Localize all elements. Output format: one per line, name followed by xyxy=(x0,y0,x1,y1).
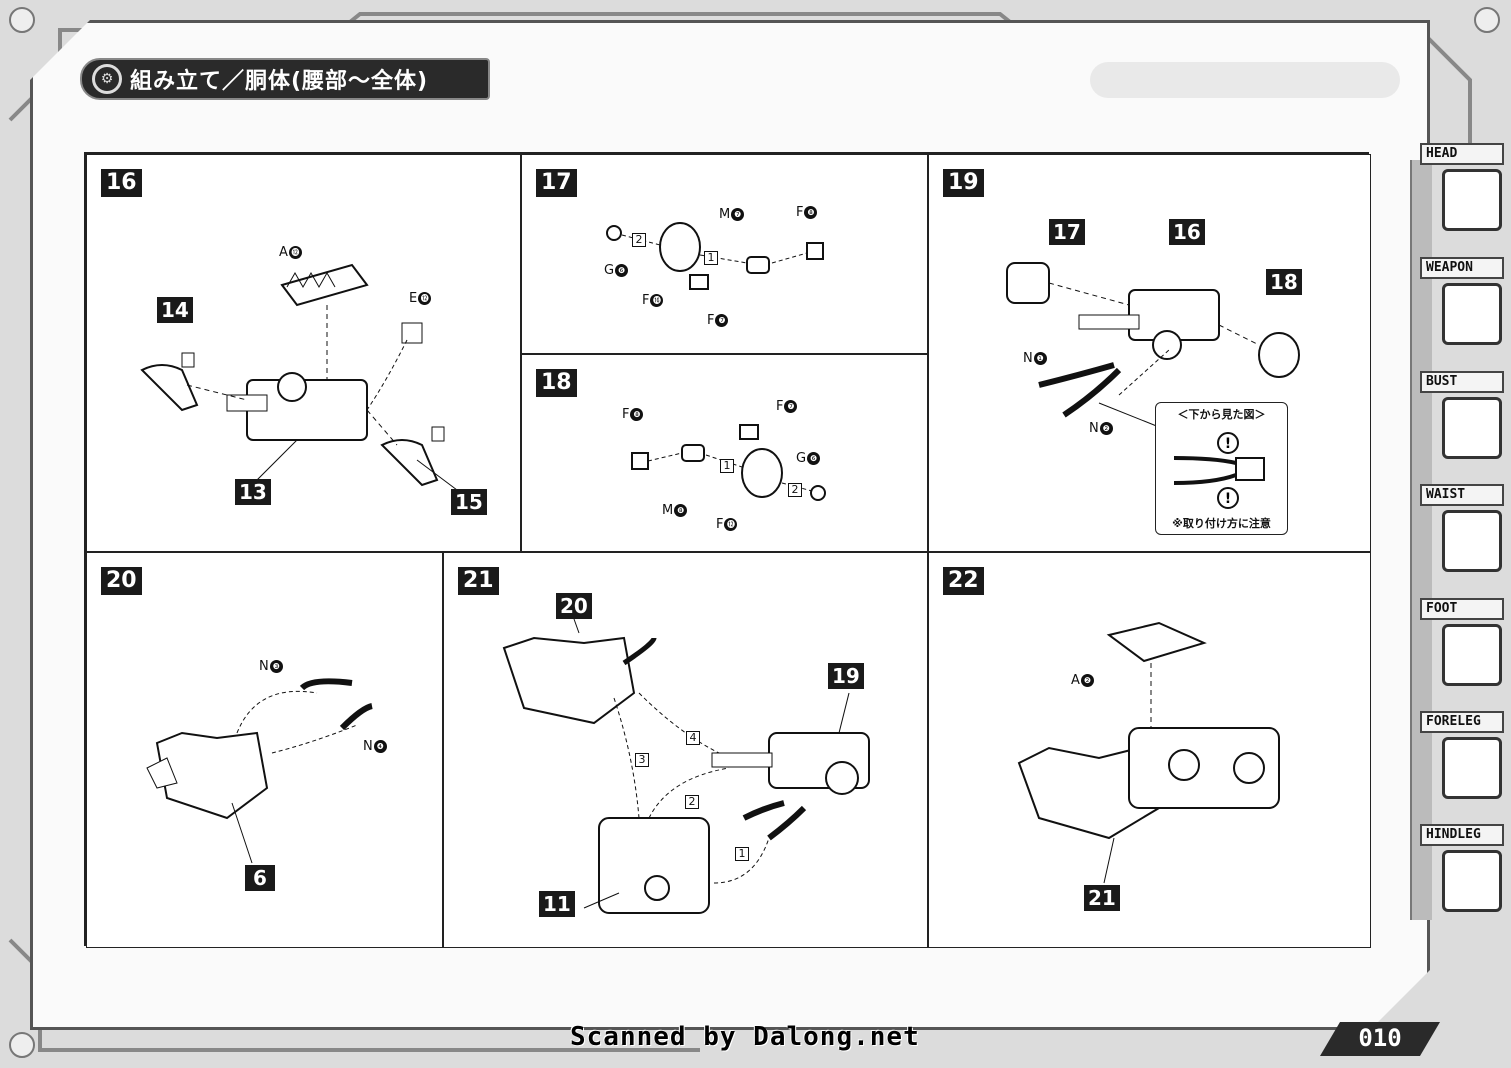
step-number: 20 xyxy=(101,567,142,595)
order-marker: 4 xyxy=(686,731,700,745)
part-tag-21: 21 xyxy=(1084,885,1120,911)
side-tab-foreleg[interactable]: FORELEG xyxy=(1416,711,1506,811)
order-marker: 2 xyxy=(685,795,699,809)
side-tab-hindleg[interactable]: HINDLEG xyxy=(1416,824,1506,924)
svg-text:!: ! xyxy=(1225,436,1231,452)
step-number: 16 xyxy=(101,169,142,197)
step-19-diagram xyxy=(1006,262,1300,428)
callout-title: ＜下から見た図＞ xyxy=(1177,408,1266,421)
underside-view-callout: ＜下から見た図＞ ! ! ※取り付け方に注意 xyxy=(1155,402,1288,535)
side-tab-label: FORELEG xyxy=(1420,711,1504,733)
side-tab-label: HINDLEG xyxy=(1420,824,1504,846)
part-tag-19: 19 xyxy=(828,663,864,689)
scanner-credit: Scanned by Dalong.net xyxy=(570,1022,920,1052)
order-marker: 2 xyxy=(632,233,646,247)
hindleg-icon xyxy=(1442,850,1502,912)
waist-icon xyxy=(1442,510,1502,572)
part-tag-6: 6 xyxy=(245,865,275,891)
side-tab-label: FOOT xyxy=(1420,598,1504,620)
part-tag-20: 20 xyxy=(556,593,592,619)
order-marker: 1 xyxy=(720,459,734,473)
order-marker: 2 xyxy=(788,483,802,497)
part-tag-11: 11 xyxy=(539,891,575,917)
callout-footer: ※取り付け方に注意 xyxy=(1172,517,1271,530)
side-tab-bust[interactable]: BUST xyxy=(1416,371,1506,471)
step-number: 19 xyxy=(943,169,984,197)
side-tab-waist[interactable]: WAIST xyxy=(1416,484,1506,584)
foot-icon xyxy=(1442,624,1502,686)
part-tag-18: 18 xyxy=(1266,269,1302,295)
wolf-head-icon xyxy=(1442,169,1502,231)
weapon-icon xyxy=(1442,283,1502,345)
step-18-diagram xyxy=(631,424,826,501)
side-tab-label: WAIST xyxy=(1420,484,1504,506)
page-title: 組み立て／胴体(腰部～全体) xyxy=(130,69,429,94)
side-tab-label: HEAD xyxy=(1420,143,1504,165)
step-17-diagram xyxy=(606,222,824,290)
order-marker: 3 xyxy=(635,753,649,767)
side-tab-label: WEAPON xyxy=(1420,257,1504,279)
step-20-diagram xyxy=(146,678,373,864)
order-marker: 1 xyxy=(704,251,718,265)
side-tab-label: BUST xyxy=(1420,371,1504,393)
callout-diagram: ! ! xyxy=(1173,432,1265,509)
side-tab-foot[interactable]: FOOT xyxy=(1416,598,1506,698)
part-tag-16: 16 xyxy=(1169,219,1205,245)
order-marker: 1 xyxy=(735,847,749,861)
step-22-diagram xyxy=(1017,621,1280,884)
step-number: 22 xyxy=(943,567,984,595)
part-tag-14: 14 xyxy=(157,297,193,323)
page-number: 010 xyxy=(1320,1022,1440,1056)
section-title-bar: ⚙ 組み立て／胴体(腰部～全体) xyxy=(80,58,490,100)
step-number: 17 xyxy=(536,169,577,197)
side-tab-weapon[interactable]: WEAPON xyxy=(1416,257,1506,357)
part-tag-15: 15 xyxy=(451,489,487,515)
step-16-diagram xyxy=(140,263,458,491)
step-21-diagram xyxy=(502,618,870,914)
gear-icon: ⚙ xyxy=(92,64,122,94)
part-tag-17: 17 xyxy=(1049,219,1085,245)
svg-text:!: ! xyxy=(1225,491,1231,507)
step-21-panel: 21 20 19 11 4 3 2 1 xyxy=(443,552,928,948)
bleed-through-title xyxy=(1090,62,1400,98)
foreleg-icon xyxy=(1442,737,1502,799)
side-tab-head[interactable]: HEAD xyxy=(1416,143,1506,243)
step-number: 18 xyxy=(536,369,577,397)
part-tag-13: 13 xyxy=(235,479,271,505)
step-number: 21 xyxy=(458,567,499,595)
bust-icon xyxy=(1442,397,1502,459)
